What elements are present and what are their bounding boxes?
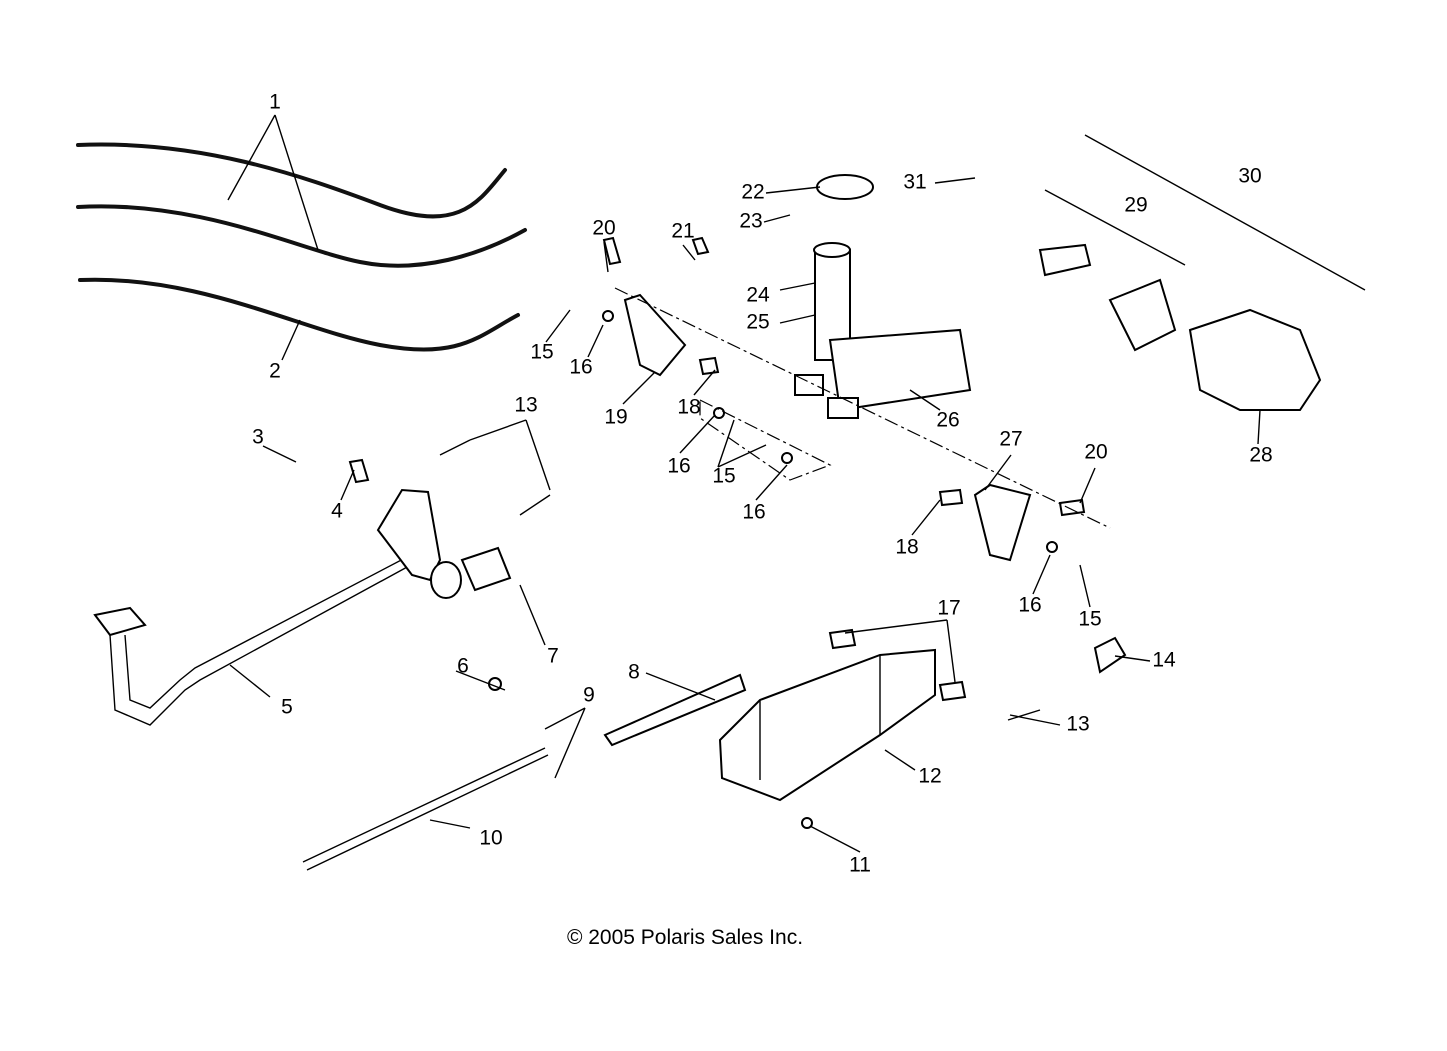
callout-18: 18 (895, 536, 918, 559)
callout-23: 23 (739, 210, 762, 233)
rod (302, 747, 549, 871)
callout-15: 15 (712, 465, 735, 488)
callout-20: 20 (592, 217, 615, 240)
callout-5: 5 (281, 696, 293, 719)
callout-19: 19 (604, 406, 627, 429)
callout-7: 7 (547, 645, 559, 668)
callout-31: 31 (903, 171, 926, 194)
callout-26: 26 (936, 409, 959, 432)
callout-29: 29 (1124, 194, 1147, 217)
callout-16: 16 (742, 501, 765, 524)
callout-9: 9 (583, 684, 595, 707)
callout-20: 20 (1084, 441, 1107, 464)
copyright-text: © 2005 Polaris Sales Inc. (566, 926, 804, 949)
assembly-axis (614, 287, 1111, 529)
callout-2: 2 (269, 360, 281, 383)
callout-16: 16 (667, 455, 690, 478)
callout-13: 13 (1066, 713, 1089, 736)
callout-4: 4 (331, 500, 343, 523)
callout-3: 3 (252, 426, 264, 449)
hardware-group (699, 399, 832, 481)
callout-25: 25 (746, 311, 769, 334)
callout-1: 1 (269, 91, 281, 114)
callout-28: 28 (1249, 444, 1272, 467)
bracket (718, 648, 936, 802)
callout-16: 16 (569, 356, 592, 379)
callout-10: 10 (479, 827, 502, 850)
callout-22: 22 (741, 181, 764, 204)
callout-15: 15 (530, 341, 553, 364)
callout-6: 6 (457, 655, 469, 678)
small-parts (348, 236, 1127, 829)
master-cylinder (794, 174, 972, 419)
callout-27: 27 (999, 428, 1022, 451)
callout-17: 17 (937, 597, 960, 620)
callout-14: 14 (1152, 649, 1176, 672)
group-brackets (1044, 134, 1366, 291)
callout-16: 16 (1018, 594, 1041, 617)
leader-lines (227, 114, 1261, 853)
brake-cables (76, 142, 527, 352)
callout-21: 21 (671, 220, 694, 243)
lever-plates (623, 293, 1032, 562)
brake-pedal (93, 488, 462, 726)
callout-30: 30 (1238, 165, 1261, 188)
callout-18: 18 (677, 396, 700, 419)
callout-12: 12 (918, 765, 941, 788)
callout-24: 24 (746, 284, 770, 307)
callout-8: 8 (628, 661, 640, 684)
callout-11: 11 (849, 854, 871, 877)
callout-15: 15 (1078, 608, 1101, 631)
bushing (460, 546, 512, 592)
lever-arm (603, 673, 747, 747)
callout-13: 13 (514, 394, 537, 417)
caliper (1038, 243, 1322, 411)
